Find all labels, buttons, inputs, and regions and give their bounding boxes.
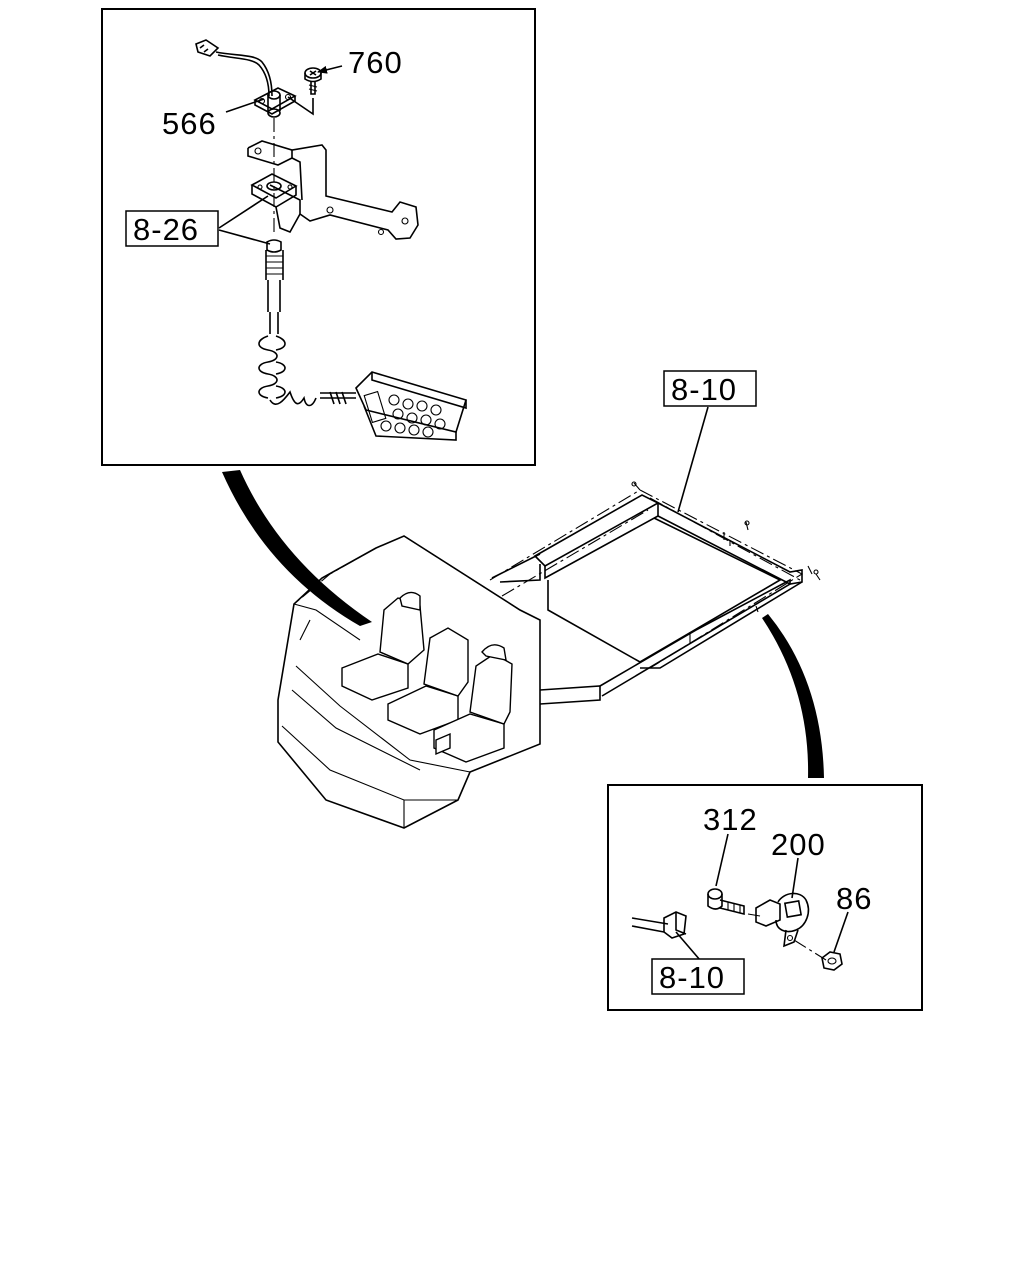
switch-detail-panel: 312 200 86 8-10 bbox=[607, 784, 923, 1011]
leader-312 bbox=[715, 833, 729, 887]
callout-312: 312 bbox=[703, 802, 758, 837]
truck-chassis-view: 8-10 bbox=[222, 370, 824, 829]
wire-connector-icon bbox=[195, 39, 273, 97]
zoom-pointer-bottom-icon bbox=[762, 614, 824, 778]
handset-buttons bbox=[380, 394, 446, 438]
seat-right-icon bbox=[433, 644, 513, 763]
zoom-pointer-top-icon bbox=[222, 470, 372, 626]
leader-760 bbox=[317, 65, 343, 74]
cab-outline bbox=[277, 535, 541, 829]
leader-200 bbox=[791, 857, 799, 899]
ref-8-26[interactable]: 8-26 bbox=[133, 212, 199, 247]
seat-middle-icon bbox=[387, 627, 469, 735]
ref-8-10-frame[interactable]: 8-10 bbox=[671, 372, 737, 407]
callout-760: 760 bbox=[348, 45, 403, 80]
mounting-bracket-icon bbox=[247, 140, 419, 240]
leader-566 bbox=[225, 98, 265, 113]
remote-handset-icon bbox=[355, 371, 468, 441]
rear-frame bbox=[489, 481, 821, 705]
seat-left-icon bbox=[341, 591, 425, 701]
leader-8-26 bbox=[218, 195, 271, 245]
bolt-312-icon bbox=[707, 888, 745, 916]
leader-86 bbox=[833, 911, 849, 953]
bracket-566-icon bbox=[253, 87, 314, 118]
leader-8-10-frame bbox=[677, 406, 709, 513]
switch-200-icon bbox=[747, 892, 827, 961]
remote-cable-icon bbox=[258, 239, 356, 407]
leader-8-10-detail bbox=[675, 931, 701, 961]
ref-box-8-10-detail bbox=[651, 958, 745, 995]
remote-control-detail-panel: 760 566 8-26 bbox=[101, 8, 536, 466]
nut-86-icon bbox=[821, 951, 843, 971]
ref-box-8-26 bbox=[125, 210, 219, 247]
callout-86: 86 bbox=[836, 881, 872, 916]
wire-harness-icon bbox=[631, 911, 687, 939]
callout-566: 566 bbox=[162, 106, 217, 141]
callout-200: 200 bbox=[771, 827, 826, 862]
ref-8-10-detail[interactable]: 8-10 bbox=[659, 960, 725, 995]
ref-box-8-10-frame bbox=[663, 370, 757, 407]
